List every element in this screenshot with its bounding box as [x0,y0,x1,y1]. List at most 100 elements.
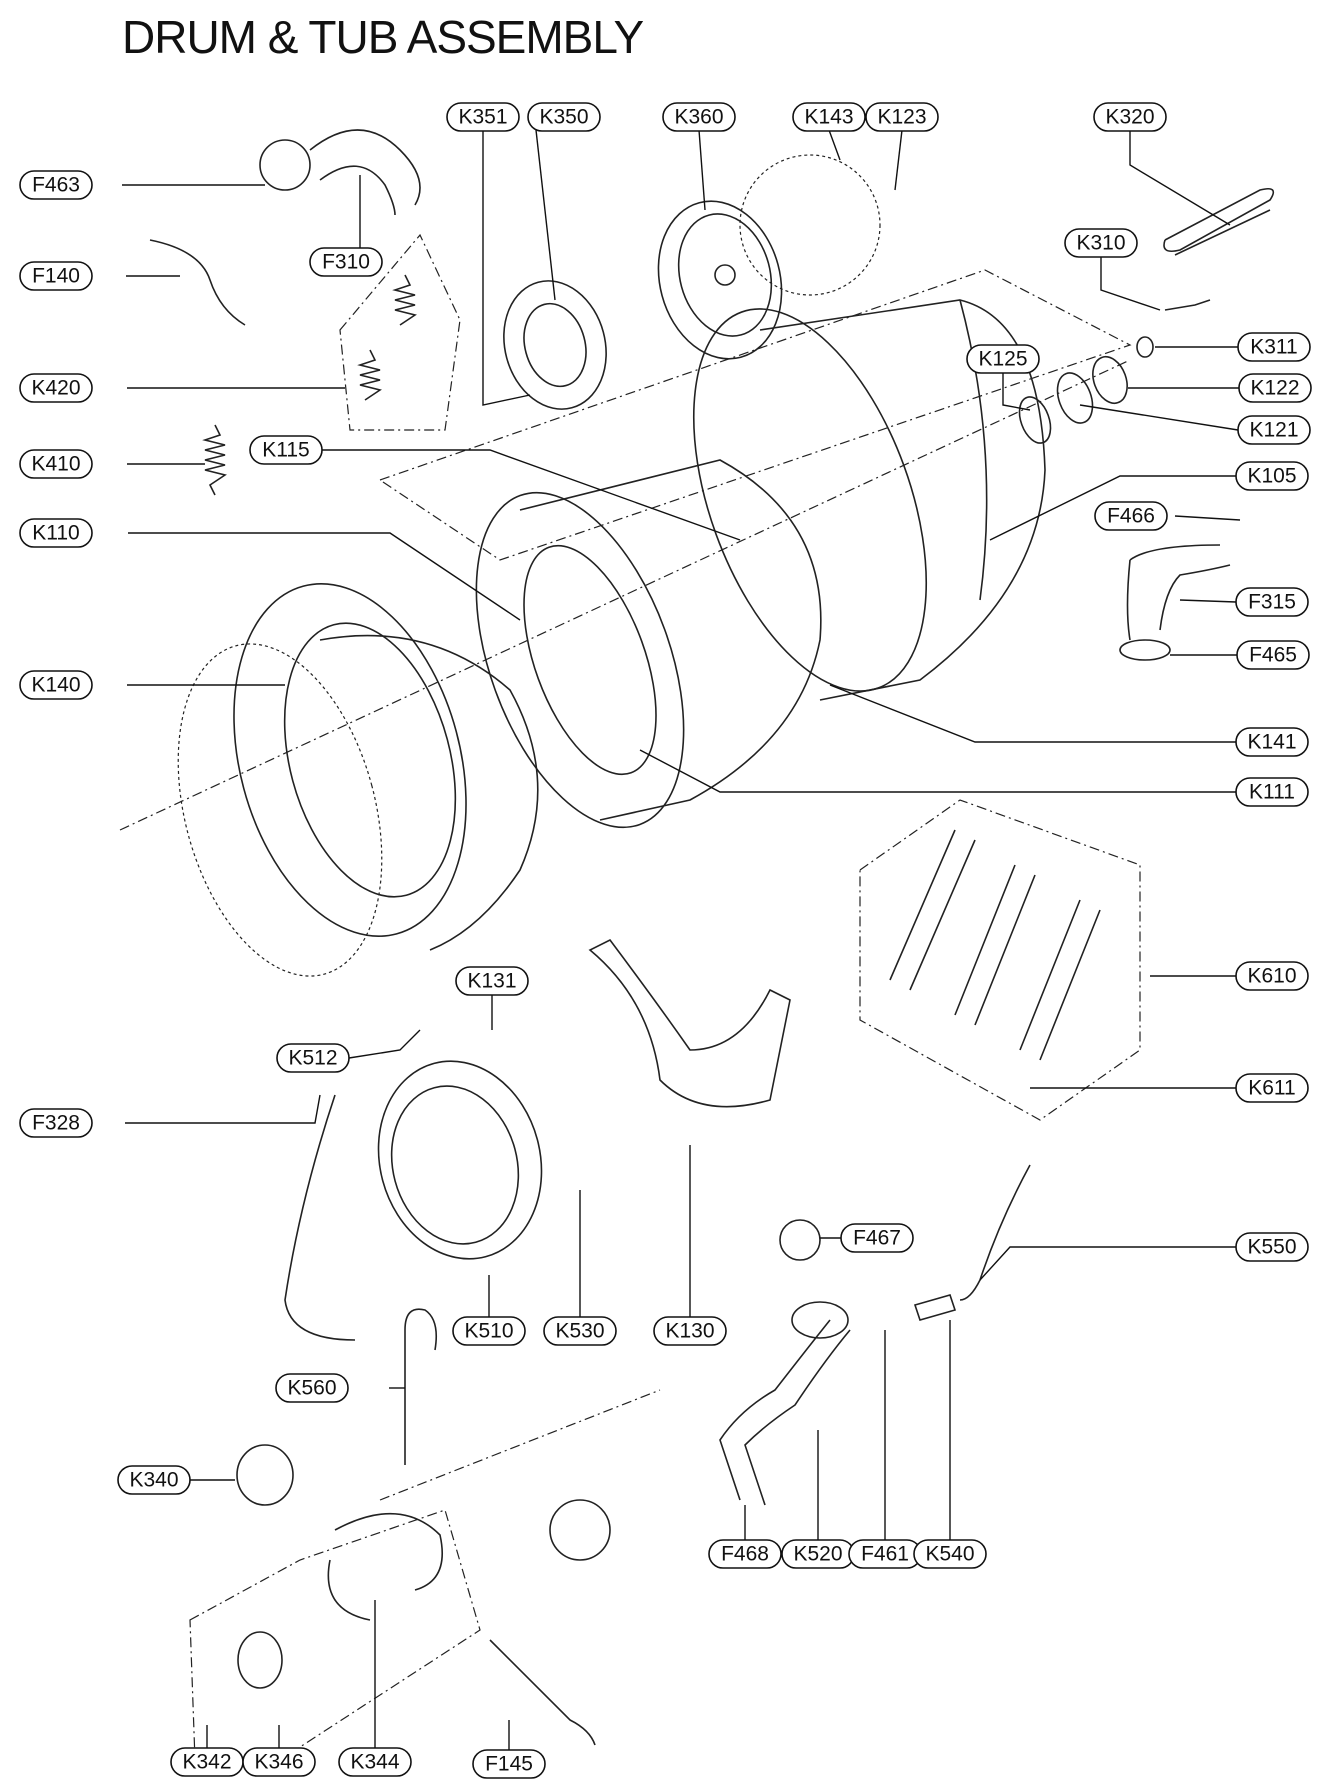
svg-text:K131: K131 [467,970,516,993]
svg-text:F467: F467 [853,1227,901,1250]
svg-text:F468: F468 [721,1543,769,1566]
callout-k550: K550 [1235,1232,1309,1262]
svg-text:F461: F461 [861,1543,909,1566]
hose-k560 [404,1308,438,1465]
svg-text:F315: F315 [1248,591,1296,614]
callout-k340: K340 [117,1465,191,1495]
seal-k311 [1136,336,1154,358]
rotor-part [657,200,783,360]
callout-f461: F461 [848,1539,922,1569]
callout-k121: K121 [1237,415,1311,445]
callout-f328: F328 [19,1108,93,1138]
callout-k110: K110 [19,518,93,548]
callout-f140: F140 [19,261,93,291]
svg-text:K140: K140 [31,674,80,697]
gasket-inner [390,1085,520,1245]
svg-text:K122: K122 [1250,377,1299,400]
callout-k351: K351 [446,102,520,132]
callout-k344: K344 [338,1747,412,1777]
wire-harness-f145 [489,1639,596,1746]
elbow-f310 [309,129,421,216]
hose-f328 [284,1094,356,1341]
thermistor-part [1164,299,1211,311]
callout-k140: K140 [19,670,93,700]
svg-text:K351: K351 [458,106,507,129]
callout-f465: F465 [1236,640,1310,670]
heater-part [1163,187,1275,256]
damper-3 [1019,899,1101,1061]
callout-k510: K510 [452,1316,526,1346]
callout-k512: K512 [276,1043,350,1073]
svg-text:K512: K512 [288,1047,337,1070]
callout-k611: K611 [1235,1073,1309,1103]
callout-k610: K610 [1235,961,1309,991]
front-tub-part [233,583,539,951]
drain-pipe-part [1126,544,1231,641]
callout-k311: K311 [1237,332,1311,362]
svg-text:F310: F310 [322,251,370,274]
callout-k346: K346 [242,1747,316,1777]
svg-text:K340: K340 [129,1469,178,1492]
svg-text:K123: K123 [877,106,926,129]
svg-text:K310: K310 [1076,232,1125,255]
spring-k420a [392,274,417,326]
page-title: DRUM & TUB ASSEMBLY [122,11,644,63]
gasket-k510 [377,1060,543,1260]
callout-k310: K310 [1064,228,1138,258]
clamp-f463 [259,139,311,191]
bearing-k122 [1092,355,1128,405]
callout-k360: K360 [662,102,736,132]
svg-text:K610: K610 [1247,965,1296,988]
callout-k130: K130 [653,1316,727,1346]
svg-text:K346: K346 [254,1751,303,1774]
svg-text:K611: K611 [1248,1077,1296,1100]
callout-f310: F310 [309,247,383,277]
connector-k540 [913,1294,957,1321]
svg-text:F328: F328 [32,1112,80,1135]
spring-k410 [202,424,227,496]
svg-text:K510: K510 [464,1320,513,1343]
svg-text:K111: K111 [1249,781,1295,804]
svg-text:F465: F465 [1249,644,1297,667]
callout-k350: K350 [527,102,601,132]
leader-lines [122,129,1241,1750]
svg-text:K540: K540 [925,1543,974,1566]
callout-k111: K111 [1235,777,1309,807]
svg-text:K121: K121 [1249,419,1298,442]
assembly-axis [119,359,1131,1501]
svg-text:K311: K311 [1250,336,1298,359]
callout-k342: K342 [170,1747,244,1777]
svg-text:F140: F140 [32,265,80,288]
callout-k420: K420 [19,373,93,403]
callout-f467: F467 [840,1223,914,1253]
callout-k143: K143 [792,102,866,132]
svg-text:K530: K530 [555,1320,604,1343]
filter-k346 [237,1631,283,1689]
spider-part [503,280,607,410]
pump-motor-k340 [236,1444,294,1506]
svg-text:K560: K560 [287,1377,336,1400]
callout-f315: F315 [1235,587,1309,617]
callout-k131: K131 [455,966,529,996]
svg-text:K130: K130 [665,1320,714,1343]
rotor-cover-outline [739,154,881,296]
svg-text:K320: K320 [1105,106,1154,129]
callout-f466: F466 [1094,501,1168,531]
damper-group-outline [859,799,1141,1121]
spring-group-outline [339,233,461,431]
svg-text:F463: F463 [32,174,80,197]
pump-motor-2 [549,1499,611,1561]
bearing-k121 [1056,372,1094,424]
callout-k105: K105 [1235,461,1309,491]
svg-text:K115: K115 [262,439,310,462]
svg-text:K410: K410 [31,453,80,476]
weight-k130 [588,938,791,1108]
svg-text:K342: K342 [182,1751,231,1774]
bearing-k125 [1018,396,1052,444]
callout-k123: K123 [865,102,939,132]
svg-text:K110: K110 [32,522,80,545]
callout-f145: F145 [472,1749,546,1779]
svg-text:K125: K125 [978,348,1027,371]
svg-text:K350: K350 [539,106,588,129]
